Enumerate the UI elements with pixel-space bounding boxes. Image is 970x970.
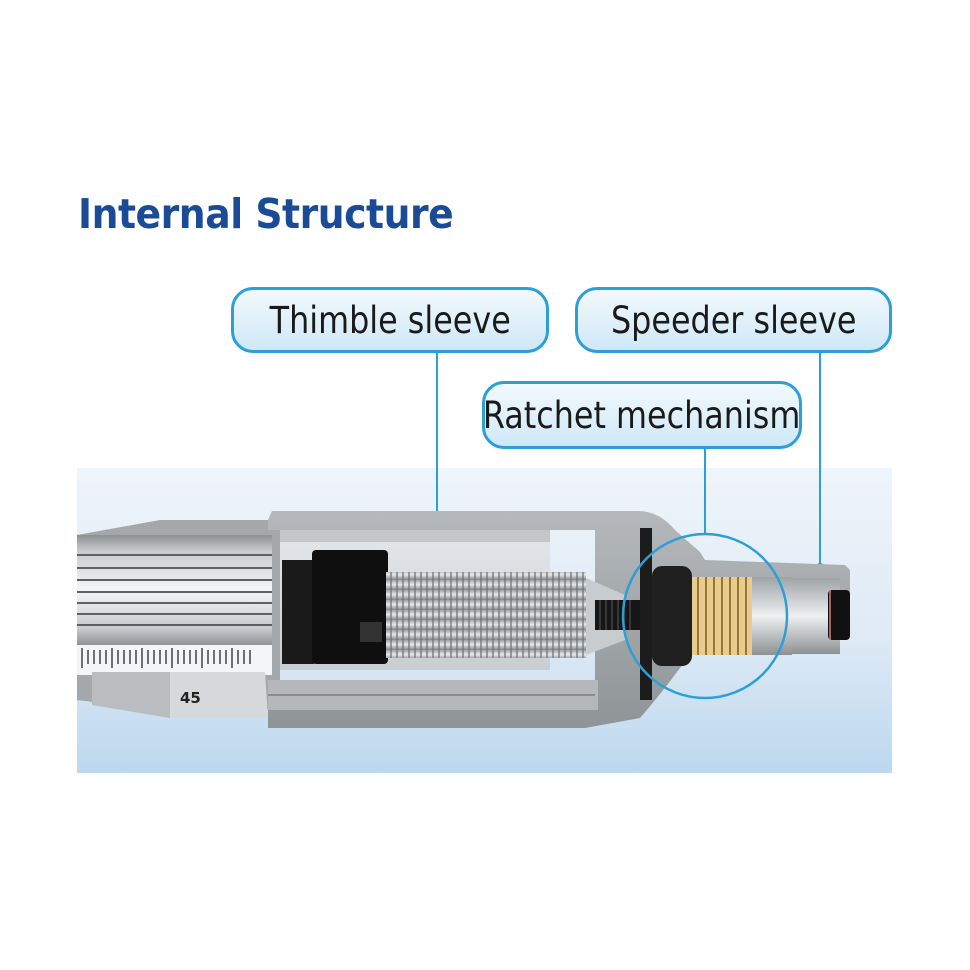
thimble-scale-number: 45 bbox=[180, 689, 201, 707]
spindle-assembly bbox=[282, 550, 655, 664]
label-ratchet-mechanism-text: Ratchet mechanism bbox=[483, 393, 801, 437]
ratchet-highlight-circle bbox=[621, 532, 789, 700]
label-speeder-sleeve-text: Speeder sleeve bbox=[610, 298, 857, 342]
label-thimble-sleeve: Thimble sleeve bbox=[231, 287, 549, 353]
ratchet-internals bbox=[640, 528, 850, 700]
label-thimble-sleeve-text: Thimble sleeve bbox=[269, 298, 511, 342]
label-speeder-sleeve: Speeder sleeve bbox=[575, 287, 892, 353]
label-ratchet-mechanism: Ratchet mechanism bbox=[482, 381, 802, 449]
page-title: Internal Structure bbox=[78, 190, 454, 238]
graduated-sleeve: 45 bbox=[77, 520, 280, 718]
